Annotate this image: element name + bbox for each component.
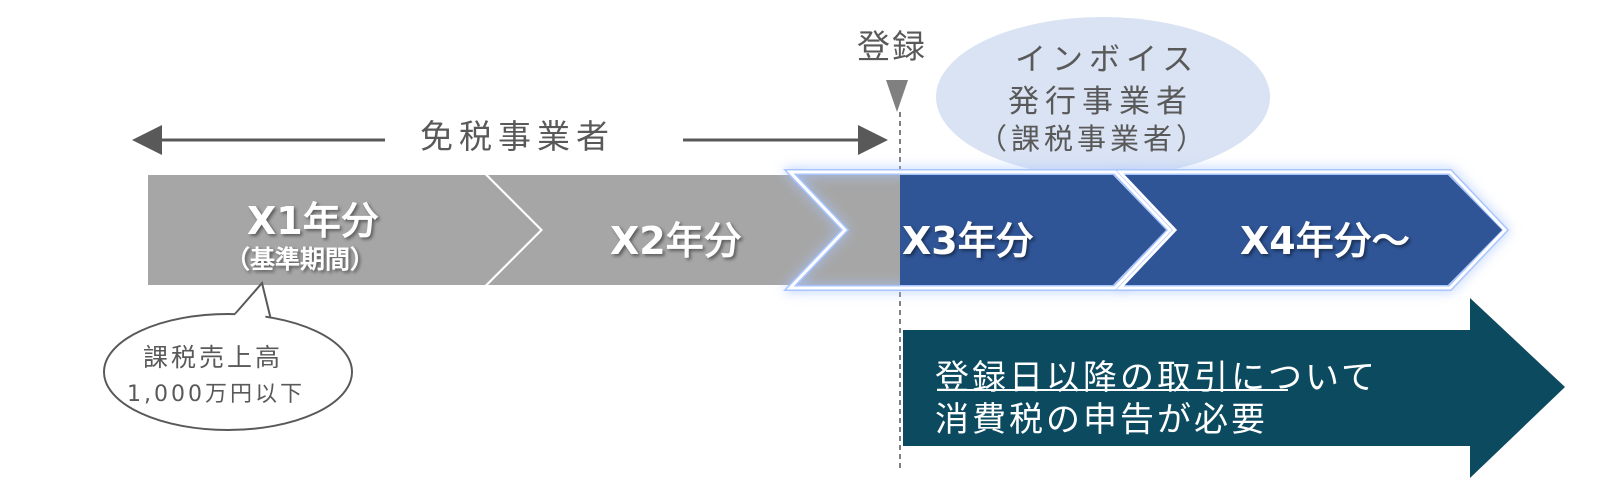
register-marker-icon [886,80,908,112]
period-x3-label: X3年分 [902,219,1034,263]
big-arrow-underlined: 登録日以降の取引 [935,358,1231,398]
speech-line2: 1,000万円以下 [127,382,305,407]
period-x1-sub: （基準期間） [225,245,376,274]
chevron-x2-tail [793,175,900,285]
invoice-issuer-ellipse [936,17,1270,177]
speech-bubble [103,280,353,431]
chevron-x4 [1123,175,1502,285]
period-x4-label: X4年分～ [1240,219,1410,263]
period-x1-label: X1年分 [247,199,379,243]
big-arrow-line1: 登録日以降の取引について [935,350,1378,399]
invoice-line3: （課税事業者） [978,122,1210,156]
chevron-x1 [148,175,540,285]
invoice-line2: 発行事業者 [1008,84,1193,120]
tax-exempt-label: 免税事業者 [420,117,615,156]
invoice-line1: インボイス [1015,42,1200,78]
speech-line1: 課税売上高 [143,343,284,372]
register-label: 登録 [857,27,927,66]
big-arrow [903,298,1565,478]
big-arrow-line2: 消費税の申告が必要 [935,400,1268,440]
big-arrow-rest: について [1231,358,1378,398]
chevron-x3 [900,175,1166,285]
chevron-x2 [488,175,845,285]
period-x2-label: X2年分 [610,219,742,263]
